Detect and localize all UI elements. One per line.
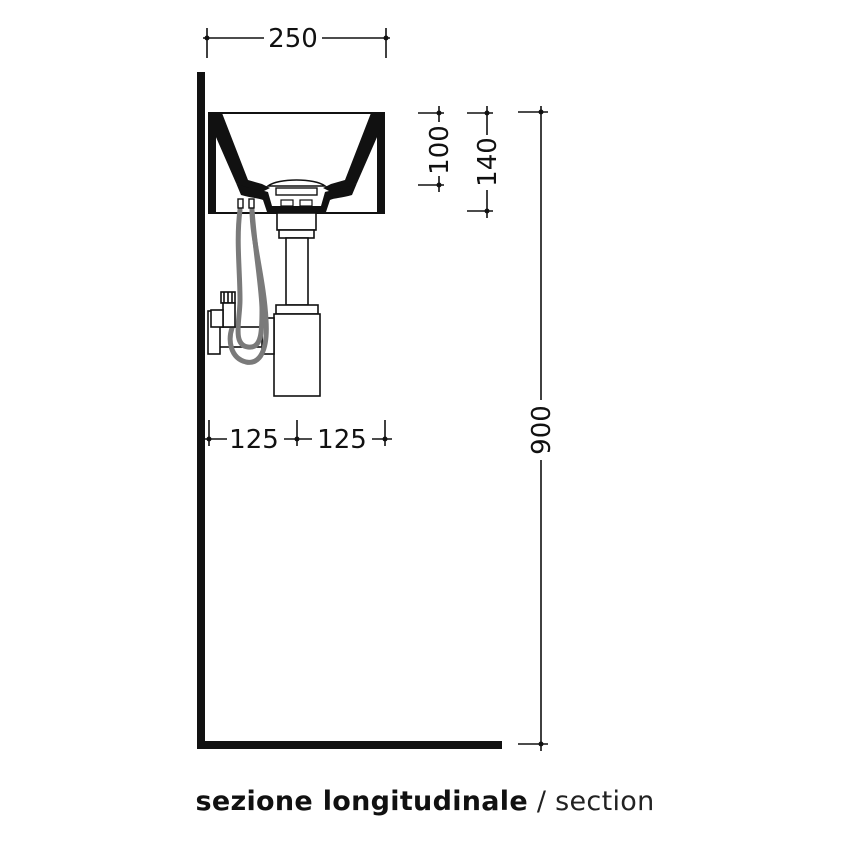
dimension-label-900: 900 xyxy=(527,405,557,455)
dimension-basin-width xyxy=(203,28,390,58)
caption-english: section xyxy=(555,786,655,817)
washbasin xyxy=(208,112,385,214)
dimension-label-100: 100 xyxy=(425,125,455,175)
wall-and-floor xyxy=(197,72,502,749)
dimension-mounting-height xyxy=(518,106,548,751)
caption-separator: / xyxy=(527,786,556,817)
dimension-label-250: 250 xyxy=(268,24,318,54)
supply-hoses xyxy=(227,207,269,365)
hose-connectors xyxy=(237,198,255,209)
caption-italian: sezione longitudinale xyxy=(195,786,528,817)
dimension-label-140: 140 xyxy=(473,137,503,187)
angle-valve xyxy=(210,291,236,328)
dimension-drain-height xyxy=(467,106,493,218)
dimension-basin-height xyxy=(418,106,444,192)
dimension-label-125-right: 125 xyxy=(317,425,367,455)
dimension-label-125-left: 125 xyxy=(229,425,279,455)
drawing-caption: sezione longitudinale / section xyxy=(0,786,850,817)
dimension-offsets xyxy=(205,420,392,446)
